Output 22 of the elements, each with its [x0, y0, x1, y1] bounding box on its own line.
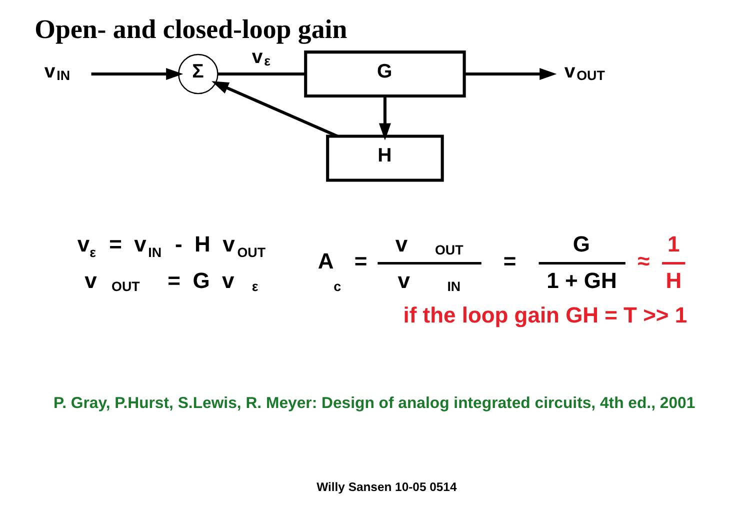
- label: =: [502, 248, 516, 274]
- connector: [217, 72, 305, 76]
- arrow: [464, 68, 556, 80]
- label: 1: [667, 232, 680, 257]
- label: P. Gray, P.Hurst, S.Lewis, R. Meyer: Design of analog integrated circuits, 4th ed., 2001: [53, 394, 695, 412]
- label: 1 + GH: [546, 268, 616, 294]
- edge-label: vε: [251, 46, 270, 68]
- arrow: [90, 68, 183, 80]
- label: G: [572, 232, 590, 257]
- diagram-title: Open- and closed-loop gain: [34, 14, 347, 44]
- node-circle: Σ: [178, 54, 218, 94]
- arrow: [378, 96, 390, 140]
- node-text: vOUT: [564, 60, 604, 83]
- label: Willy Sansen 10-05 0514: [316, 480, 456, 494]
- node-box: G: [304, 50, 466, 98]
- label: H: [665, 268, 682, 294]
- label: Ac =: [317, 248, 367, 294]
- arrow: [211, 81, 338, 138]
- node-text: vIN: [44, 60, 70, 83]
- node-box: H: [326, 134, 444, 182]
- label: ≈: [637, 248, 650, 274]
- label: if the loop gain GH = T >> 1: [402, 302, 687, 328]
